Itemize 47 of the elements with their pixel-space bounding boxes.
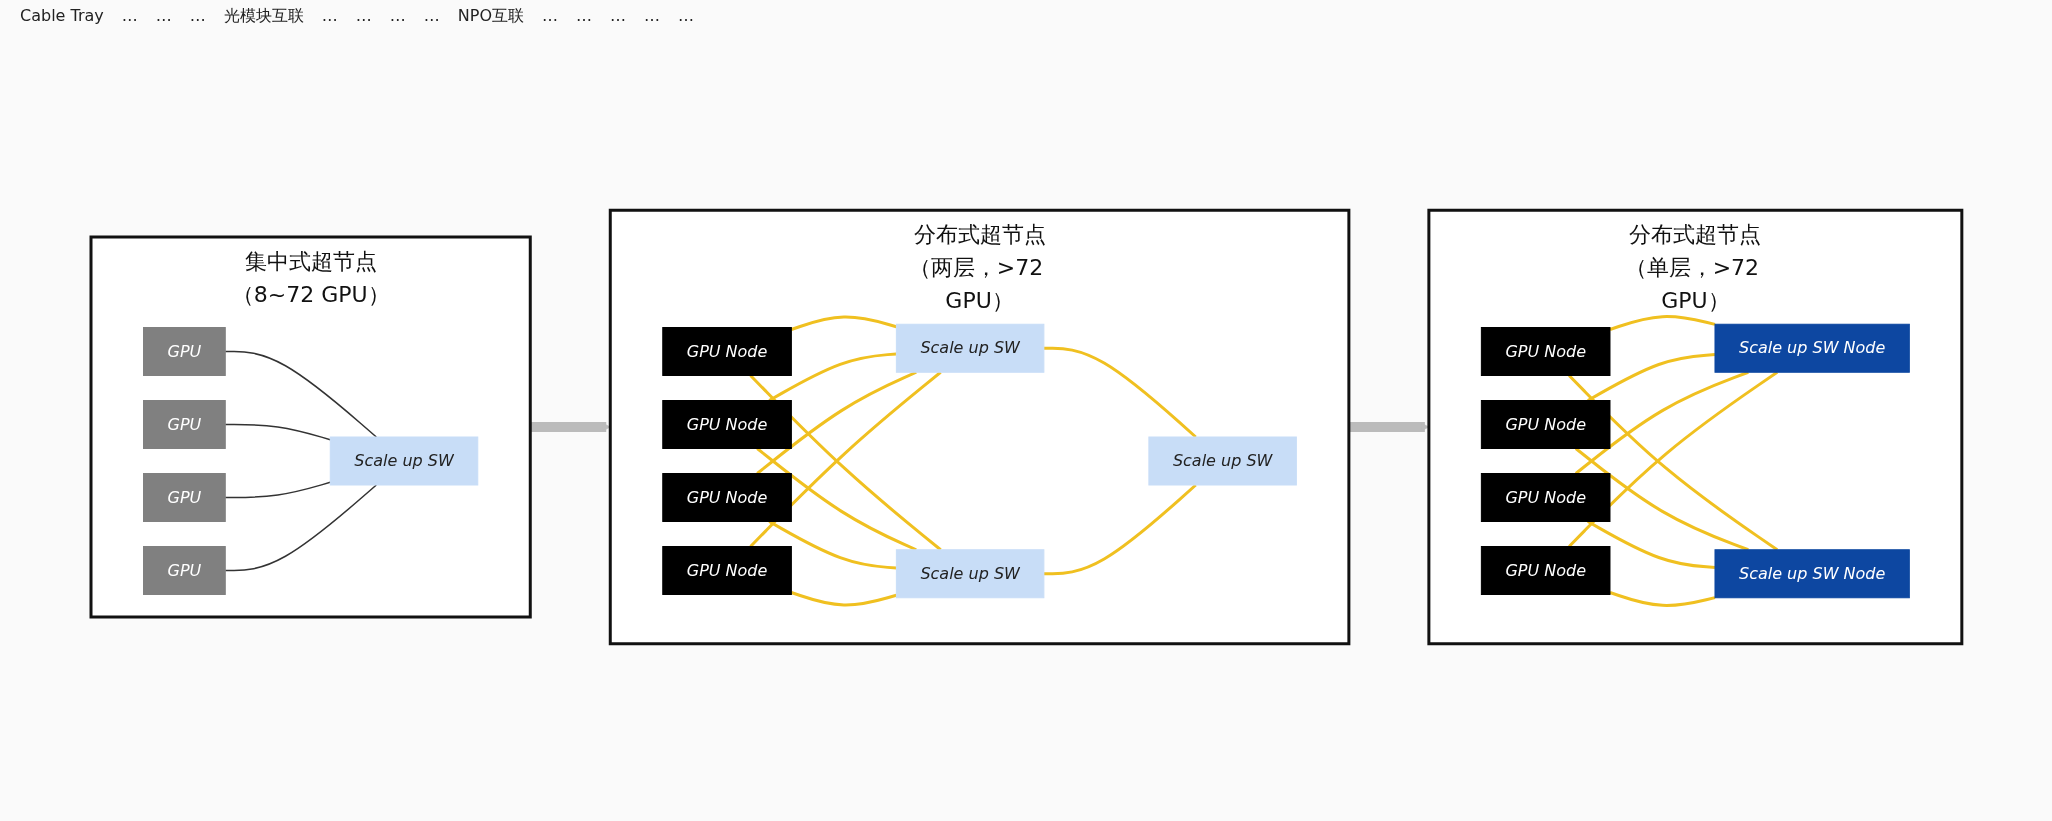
label-text: …: [155, 6, 172, 27]
node-box: GPU Node: [661, 546, 792, 595]
node-box: GPU Node: [1480, 473, 1611, 522]
connector: [224, 481, 331, 499]
connector: [790, 591, 897, 607]
label-text: …: [644, 6, 660, 27]
connector: [1043, 346, 1197, 439]
connector: [224, 423, 331, 441]
connector: [1586, 353, 1715, 402]
label-text: …: [542, 6, 558, 27]
node-box: Scale up SW Node: [1714, 323, 1910, 373]
label-text: …: [610, 6, 626, 27]
connector: [1586, 520, 1715, 569]
node-box: GPU: [142, 400, 226, 449]
label-text: 光模块互联: [223, 6, 304, 27]
arrow: [1348, 422, 1429, 432]
node-box: GPU Node: [1480, 327, 1611, 376]
label-text: NPO互联: [457, 6, 524, 27]
label-text: …: [355, 6, 372, 27]
label-text: …: [189, 6, 206, 27]
node-box: GPU: [142, 327, 226, 376]
node-box: GPU Node: [661, 400, 792, 449]
node-box: Scale up SW: [329, 436, 478, 486]
label-text: …: [678, 6, 694, 27]
node-box: GPU: [142, 546, 226, 595]
node-box: GPU Node: [1480, 400, 1611, 449]
label-text: Cable Tray: [20, 6, 104, 27]
label-text: …: [321, 6, 338, 27]
node-box: Scale up SW Node: [1714, 549, 1910, 599]
connector: [1609, 591, 1715, 607]
label-text: …: [423, 6, 440, 27]
connector: [768, 352, 897, 402]
node-box: Scale up SW: [895, 323, 1044, 373]
connector: [790, 315, 897, 331]
node-box: GPU: [142, 473, 226, 522]
node-box: GPU Node: [661, 473, 792, 522]
connector: [224, 484, 377, 572]
label-text: …: [576, 6, 592, 27]
connector: [224, 350, 377, 438]
label-text: …: [389, 6, 406, 27]
connector: [768, 520, 897, 570]
node-box: Scale up SW: [1147, 436, 1297, 486]
node-box: GPU Node: [1480, 546, 1611, 595]
connector: [1609, 315, 1715, 331]
node-box: Scale up SW: [895, 549, 1044, 599]
node-box: GPU Node: [661, 327, 792, 376]
label-text: …: [121, 6, 138, 27]
